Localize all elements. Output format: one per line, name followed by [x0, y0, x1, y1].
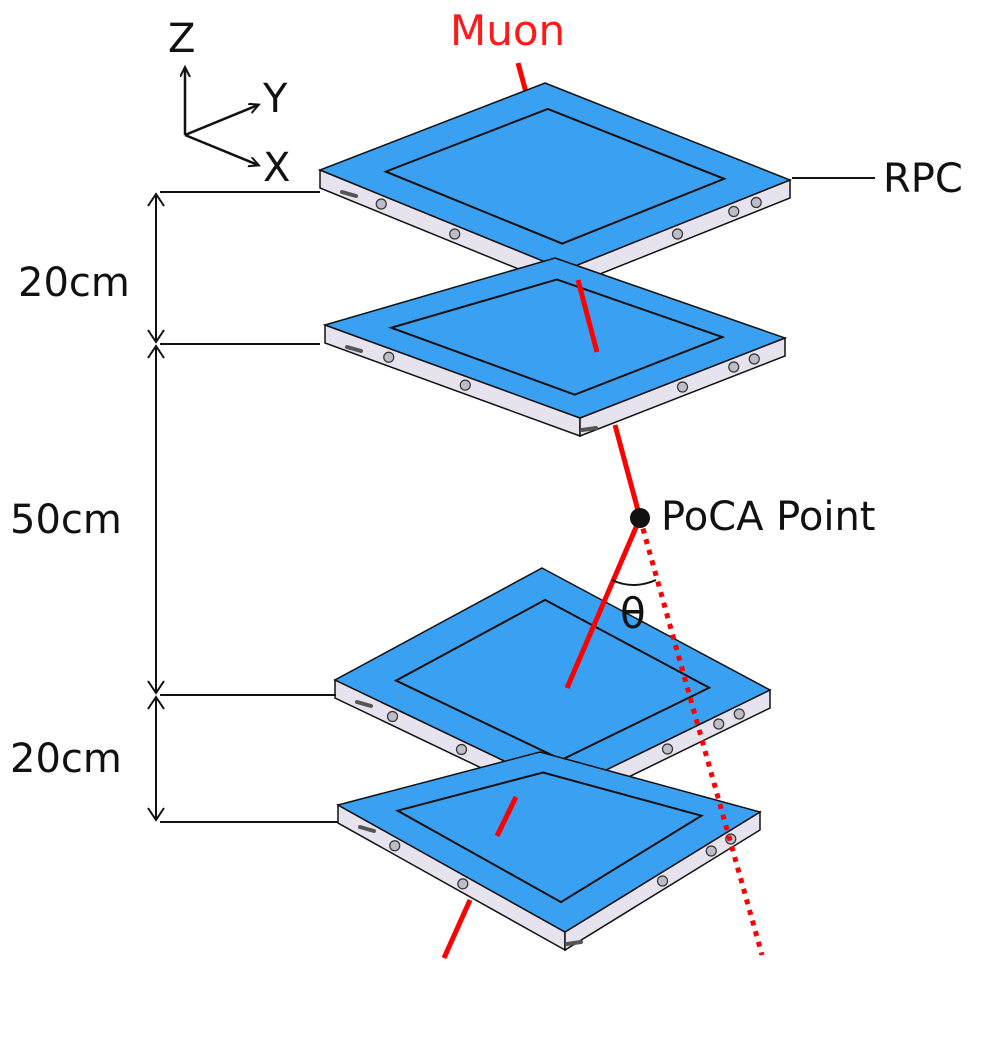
- gap-bottom-label: 20cm: [10, 736, 122, 782]
- connector-knob: [457, 878, 469, 890]
- gap-top-label: 20cm: [18, 260, 130, 306]
- muon-track: [441, 279, 765, 960]
- connector-knob: [661, 743, 674, 755]
- connector-knob: [459, 379, 471, 391]
- connector-pin: [355, 700, 373, 708]
- connector-knob: [713, 718, 725, 730]
- connector-knob: [676, 381, 689, 393]
- muon-track-segment-2: [612, 424, 643, 519]
- theta-label: θ: [620, 589, 646, 638]
- muon-track-outgoing: [441, 898, 473, 960]
- connector-pin: [565, 940, 583, 946]
- rpc-detector-plate: [336, 751, 762, 952]
- gap-middle-label: 50cm: [10, 497, 122, 543]
- x-axis-label: X: [263, 145, 290, 191]
- connector-knob: [455, 743, 468, 756]
- poca-point-label: PoCA Point: [661, 494, 876, 540]
- poca-point-marker: [630, 508, 650, 528]
- connector-pin: [345, 345, 363, 353]
- connector-knob: [389, 840, 401, 852]
- connector-knob: [733, 708, 745, 720]
- connector-knob: [728, 205, 740, 218]
- connector-knob: [671, 228, 684, 240]
- connector-knob: [748, 353, 760, 365]
- rpc-detector-stack: [317, 82, 793, 952]
- coordinate-axes: Z Y X: [168, 16, 290, 191]
- connector-pin: [580, 426, 598, 432]
- connector-knob: [705, 845, 717, 857]
- connector-knob: [449, 228, 461, 240]
- muon-track-segment-4: [494, 795, 519, 838]
- rpc-label: RPC: [883, 156, 963, 202]
- rpc-detector-plate: [322, 257, 788, 438]
- connector-pin: [340, 190, 358, 198]
- theta-angle-arc: [611, 579, 657, 586]
- connector-knob: [728, 361, 740, 373]
- muon-track-segment-1: [575, 279, 600, 353]
- y-axis-label: Y: [262, 76, 288, 122]
- dimension-annotations: 20cm 50cm 20cm: [10, 191, 338, 823]
- muon-label: Muon: [450, 6, 565, 55]
- muon-track-scattered: [564, 517, 643, 689]
- connector-pin: [358, 825, 376, 833]
- connector-knob: [386, 710, 399, 723]
- connector-knob: [656, 875, 669, 887]
- connector-knob: [383, 351, 395, 363]
- connector-knob: [750, 196, 762, 209]
- muon-track-extrapolated-dotted: [637, 517, 765, 956]
- z-axis-label: Z: [168, 16, 195, 62]
- connector-knob: [375, 198, 387, 210]
- rpc-detector-plate: [317, 82, 793, 290]
